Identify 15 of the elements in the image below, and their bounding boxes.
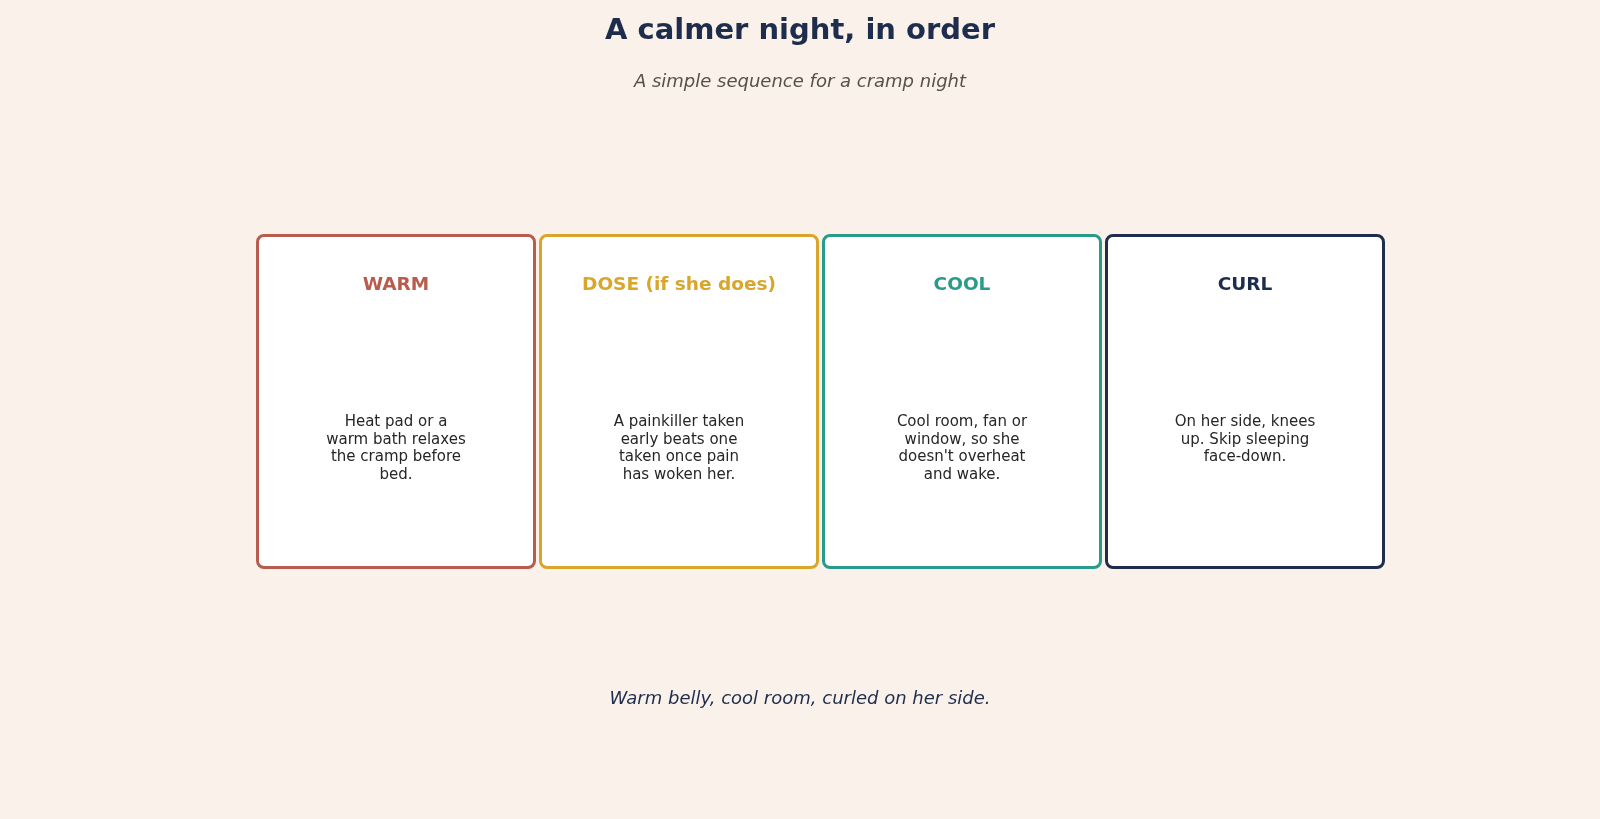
- card-heading: COOL: [933, 273, 991, 294]
- card-description: Heat pad or a warm bath relaxes the cramp before bed.: [325, 413, 467, 484]
- card-description: On her side, knees up. Skip sleeping face-down.: [1173, 413, 1317, 466]
- caption-text: Warm belly, cool room, curled on her side.: [609, 687, 991, 708]
- card-description: A painkiller taken early beats one taken once pain has woken her.: [612, 413, 746, 484]
- card-heading: WARM: [362, 273, 430, 294]
- card-heading: DOSE (if she does): [582, 273, 776, 294]
- step-card: [256, 234, 536, 569]
- step-card: [539, 234, 819, 569]
- step-card: [822, 234, 1102, 569]
- card-description: Cool room, fan or window, so she doesn't overheat and wake.: [895, 413, 1029, 484]
- subtitle: A simple sequence for a cramp night: [633, 70, 967, 91]
- page-title: A calmer night, in order: [604, 12, 996, 46]
- step-card: [1105, 234, 1385, 569]
- card-heading: CURL: [1217, 273, 1273, 294]
